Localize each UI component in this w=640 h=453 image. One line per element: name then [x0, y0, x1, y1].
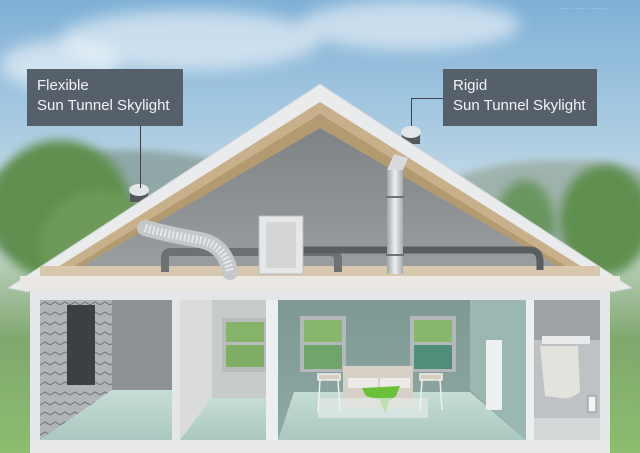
bedroom-window-left — [300, 316, 346, 372]
rigid-skylight-label: Rigid Sun Tunnel Skylight — [443, 69, 597, 126]
label-line-2: Sun Tunnel Skylight — [453, 97, 586, 114]
nightstand-left — [317, 373, 341, 413]
watermark: ················ — [559, 4, 610, 13]
label-line-2: Sun Tunnel Skylight — [37, 97, 170, 114]
bedroom-window-right — [410, 316, 456, 372]
cloud — [300, 0, 520, 50]
label-line-1: Flexible — [37, 77, 89, 94]
rigid-leader-line-horizontal — [411, 98, 443, 99]
flexible-leader-line — [140, 126, 141, 188]
rigid-tube — [387, 170, 403, 274]
label-line-1: Rigid — [453, 77, 488, 94]
hanging-clothes — [540, 346, 580, 399]
rigid-leader-line-vertical — [411, 98, 412, 126]
nightstand-right — [419, 373, 443, 411]
flexible-skylight-label: Flexible Sun Tunnel Skylight — [27, 69, 183, 126]
